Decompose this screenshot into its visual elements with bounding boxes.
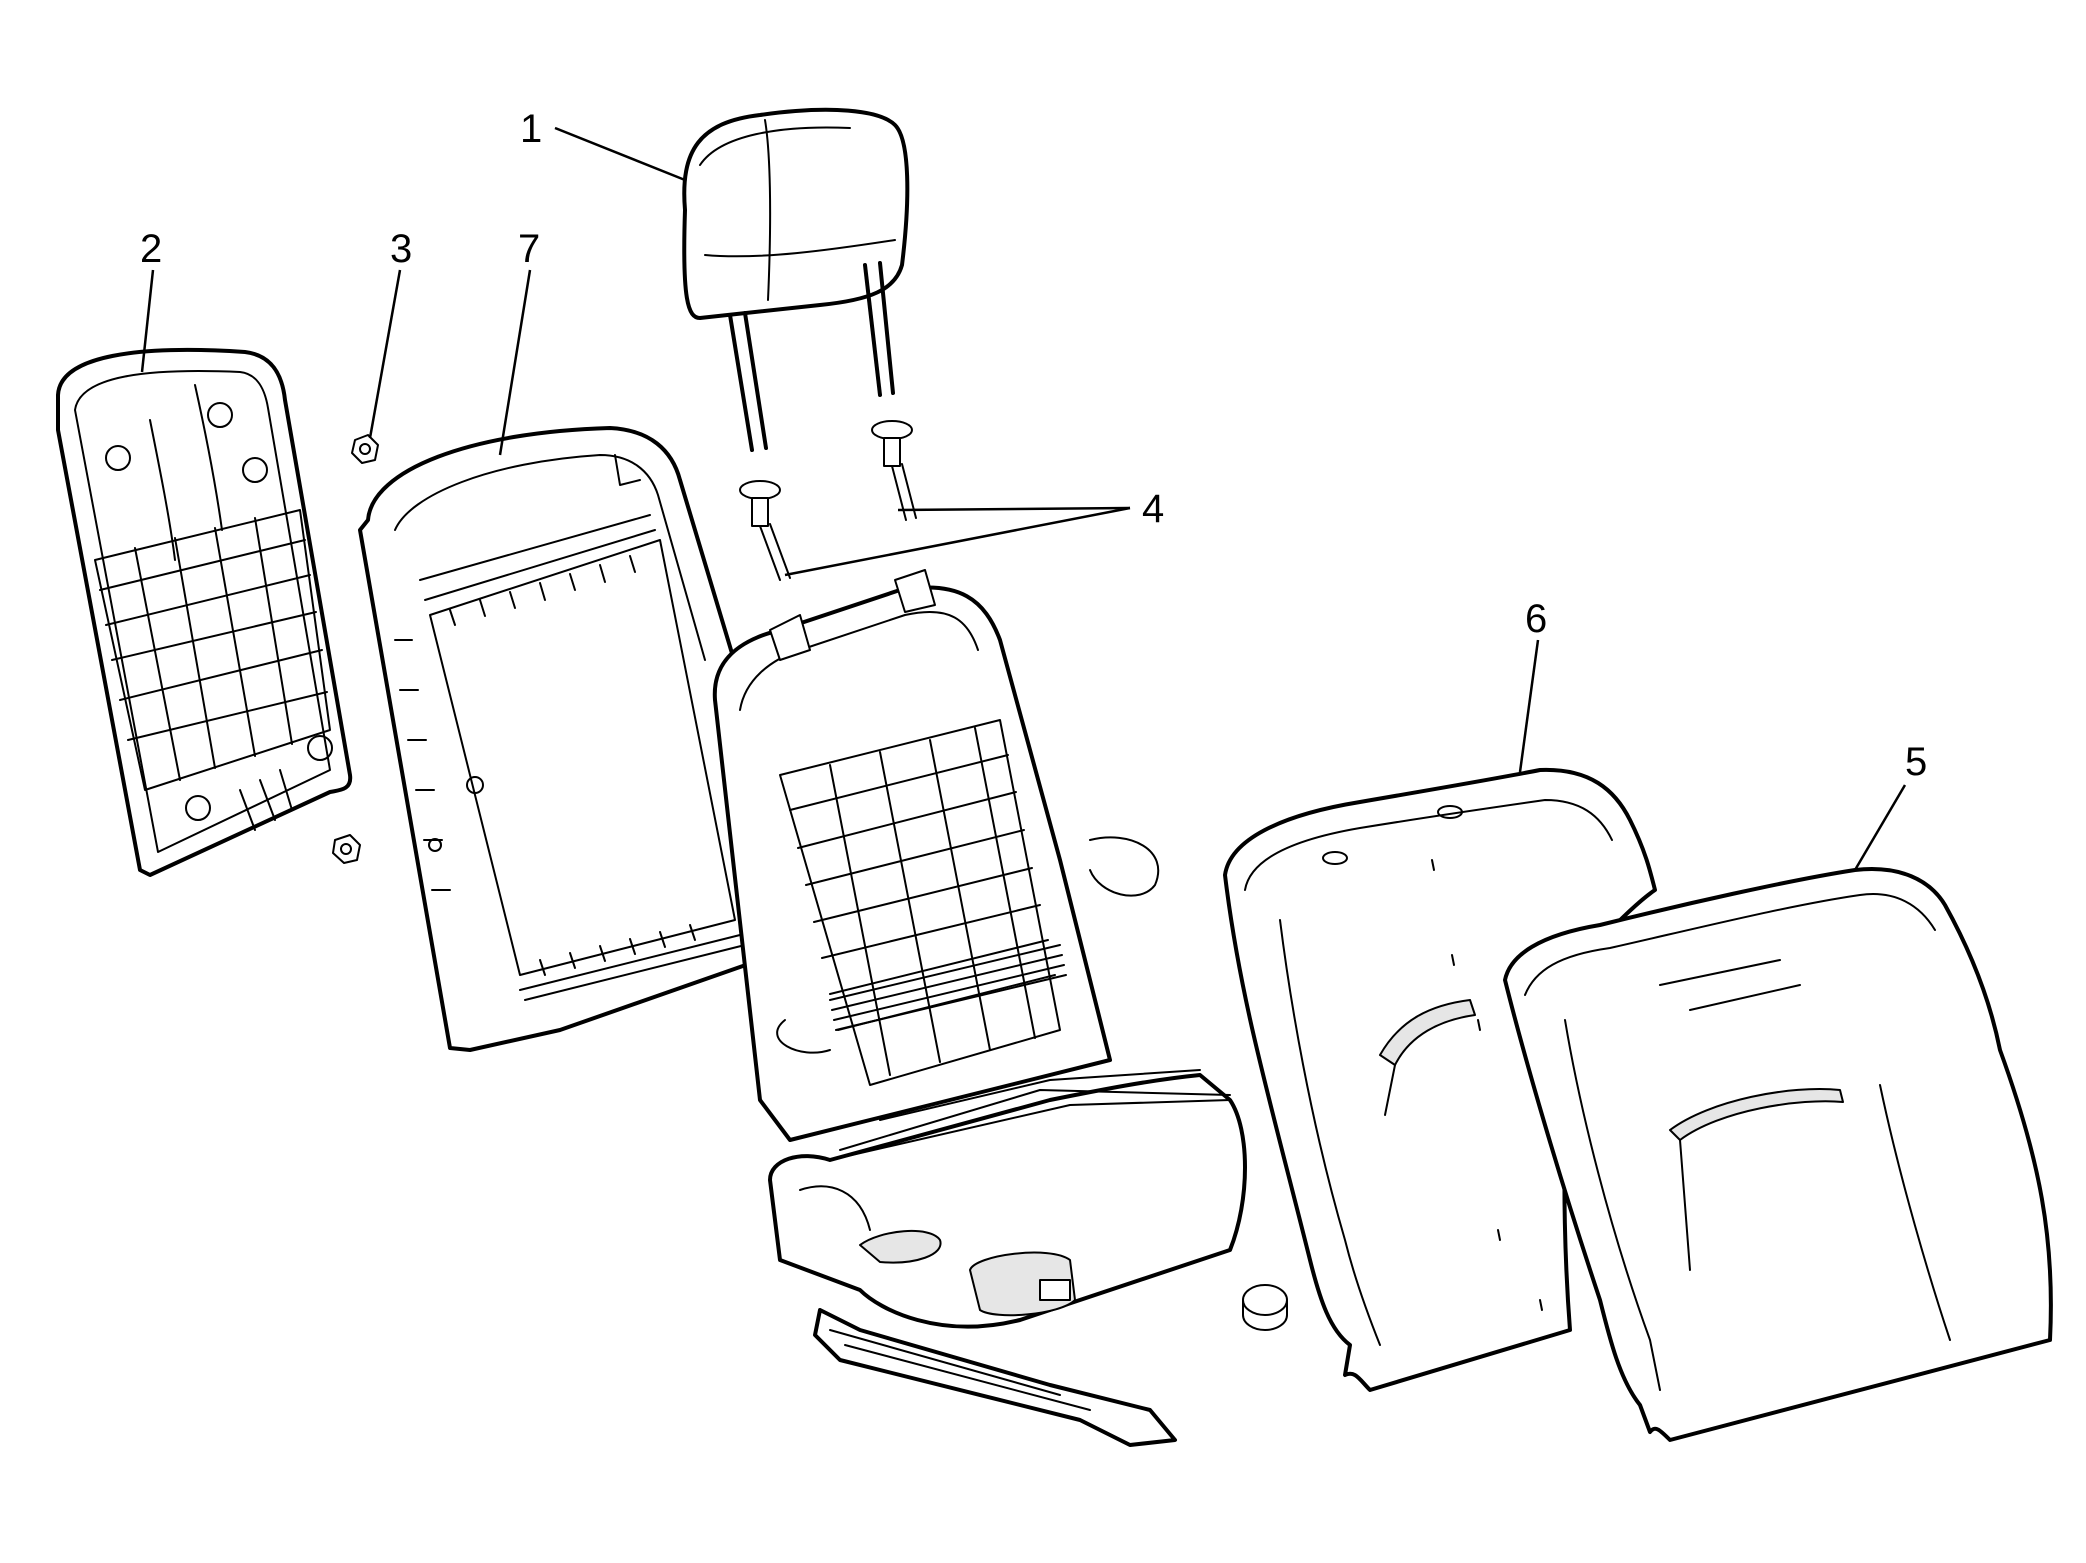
callout-3: 3 <box>390 227 412 271</box>
part-4-guide-left <box>739 480 791 581</box>
part-1-headrest <box>682 107 910 452</box>
part-4-guide-right <box>871 420 917 521</box>
callout-1: 1 <box>520 107 542 151</box>
part-7-trim-frame <box>358 426 762 1052</box>
callout-5: 5 <box>1905 740 1927 784</box>
leader-lines <box>140 126 1907 871</box>
callout-2: 2 <box>140 227 162 271</box>
part-3-nut-lower <box>332 834 361 864</box>
callout-6: 6 <box>1525 597 1547 641</box>
seat-frame-assembly <box>712 569 1288 1447</box>
part-3-nut-upper <box>351 434 379 464</box>
callout-7: 7 <box>518 227 540 271</box>
part-5-seatback-cover <box>1503 867 2053 1442</box>
callout-4: 4 <box>1142 487 1164 531</box>
part-2-seatback-panel <box>56 347 353 877</box>
callout-labels: 1 2 3 4 5 6 7 <box>140 107 1927 784</box>
